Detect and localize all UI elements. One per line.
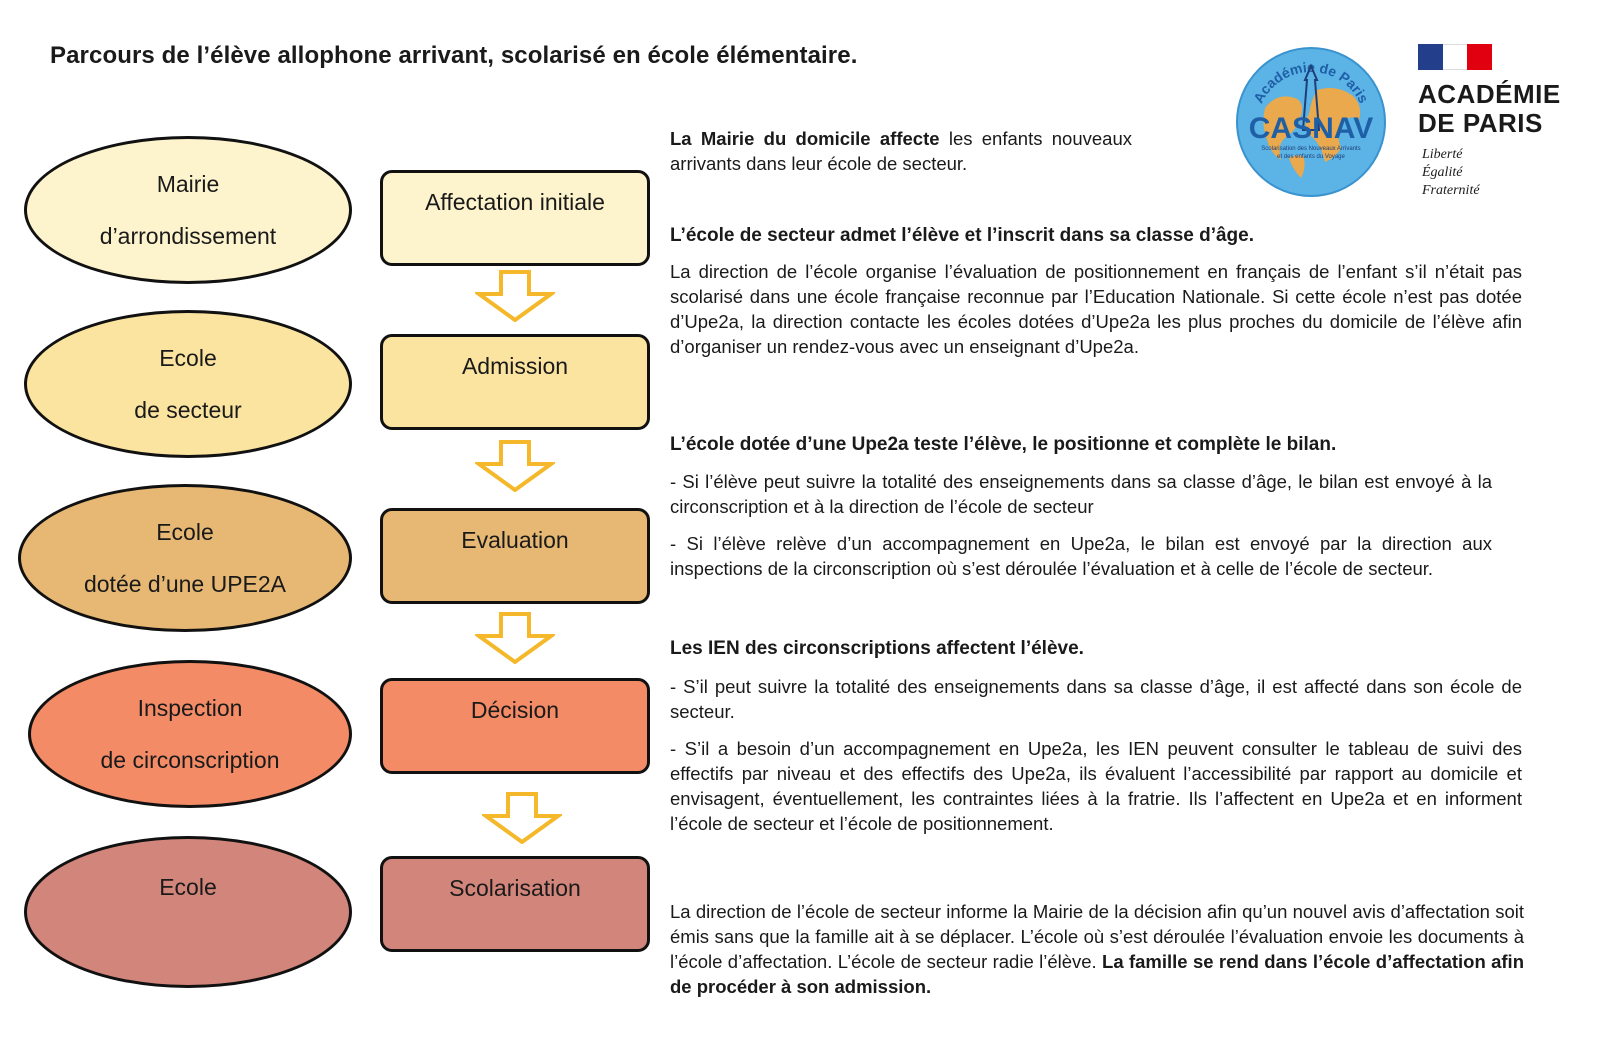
paragraph-text: - Si l’élève relève d’un accompagnement … xyxy=(670,533,1492,579)
paragraph-text: La direction de l’école organise l’évalu… xyxy=(670,261,1522,357)
step-scolarisation: Scolarisation xyxy=(380,856,650,952)
paragraph-ecole-secteur: La direction de l’école organise l’évalu… xyxy=(670,259,1522,359)
actor-label: Inspection xyxy=(137,695,243,721)
actor-label: Ecole xyxy=(156,519,214,545)
mairie-bold: La Mairie du domicile affecte xyxy=(670,128,940,149)
down-arrow-icon xyxy=(482,792,562,844)
down-arrow-icon xyxy=(475,270,555,322)
french-flag-icon xyxy=(1418,44,1493,70)
paragraph-text: - S’il peut suivre la totalité des ensei… xyxy=(670,676,1522,722)
actor-label: de circonscription xyxy=(100,747,280,773)
step-label: Admission xyxy=(461,353,569,379)
republic-motto: Liberté Égalité Fraternité xyxy=(1422,146,1561,200)
page-title: Parcours de l’élève allophone arrivant, … xyxy=(50,42,858,69)
casnav-subtitle-2: et des enfants du Voyage xyxy=(1277,154,1345,160)
down-arrow-icon xyxy=(475,440,555,492)
actor-label: dotée d’une UPE2A xyxy=(83,571,287,597)
actor-label: de secteur xyxy=(134,397,242,423)
step-label: Décision xyxy=(470,697,560,723)
mairie-text: les enfants nouveaux arrivants dans leur… xyxy=(670,128,1132,174)
paragraph-direction: La direction de l’école de secteur infor… xyxy=(670,899,1524,999)
motto-liberte: Liberté xyxy=(1422,147,1463,162)
academie-name: ACADÉMIE DE PARIS xyxy=(1418,80,1561,138)
step-evaluation: Evaluation xyxy=(380,508,650,604)
step-label: Scolarisation xyxy=(449,875,581,901)
casnav-subtitle-1: Scolarisation des Nouveaux Arrivants xyxy=(1261,146,1360,152)
actor-ecole-upe2a: Ecole dotée d’une UPE2A xyxy=(18,484,352,632)
step-affectation-initiale: Affectation initiale xyxy=(380,170,650,266)
down-arrow-icon xyxy=(475,612,555,664)
academie-logo: ACADÉMIE DE PARIS Liberté Égalité Frater… xyxy=(1418,44,1561,200)
heading-ien: Les IEN des circonscriptions affectent l… xyxy=(670,638,1084,659)
direction-bold: La famille se rend dans l’école d’affect… xyxy=(670,951,1524,997)
heading-ecole-secteur: L’école de secteur admet l’élève et l’in… xyxy=(670,225,1255,246)
academie-name-line1: ACADÉMIE xyxy=(1418,79,1561,109)
academie-name-line2: DE PARIS xyxy=(1418,108,1543,138)
casnav-logo: Académie de Paris CASNAV Scolarisation d… xyxy=(1236,47,1386,197)
motto-fraternite: Fraternité xyxy=(1422,183,1480,198)
paragraph-mairie: La Mairie du domicile affecte les enfant… xyxy=(670,126,1132,176)
paragraph-text: - Si l’élève peut suivre la totalité des… xyxy=(670,471,1492,517)
actor-label: Ecole xyxy=(159,345,217,371)
actor-label: Mairie xyxy=(156,171,220,197)
actor-label: Ecole xyxy=(159,874,217,900)
step-label: Evaluation xyxy=(461,527,569,553)
step-admission: Admission xyxy=(380,334,650,430)
heading-upe2a: L’école dotée d’une Upe2a teste l’élève,… xyxy=(670,434,1337,455)
step-decision: Décision xyxy=(380,678,650,774)
actor-label: d’arrondissement xyxy=(99,223,277,249)
paragraph-upe2a-b: - Si l’élève relève d’un accompagnement … xyxy=(670,531,1492,581)
actor-ecole-secteur: Ecole de secteur xyxy=(24,310,352,458)
actor-inspection: Inspection de circonscription xyxy=(28,660,352,808)
paragraph-ien-a: - S’il peut suivre la totalité des ensei… xyxy=(670,674,1522,724)
direction-text: La direction de l’école de secteur infor… xyxy=(670,901,1524,972)
motto-egalite: Égalité xyxy=(1422,165,1463,180)
paragraph-ien-b: - S’il a besoin d’un accompagnement en U… xyxy=(670,736,1522,836)
paragraph-upe2a-a: - Si l’élève peut suivre la totalité des… xyxy=(670,469,1492,519)
actor-mairie: Mairie d’arrondissement xyxy=(24,136,352,284)
actor-ecole: Ecole xyxy=(24,836,352,988)
casnav-name: CASNAV xyxy=(1249,112,1373,145)
paragraph-text: - S’il a besoin d’un accompagnement en U… xyxy=(670,738,1522,834)
step-label: Affectation initiale xyxy=(425,189,605,215)
